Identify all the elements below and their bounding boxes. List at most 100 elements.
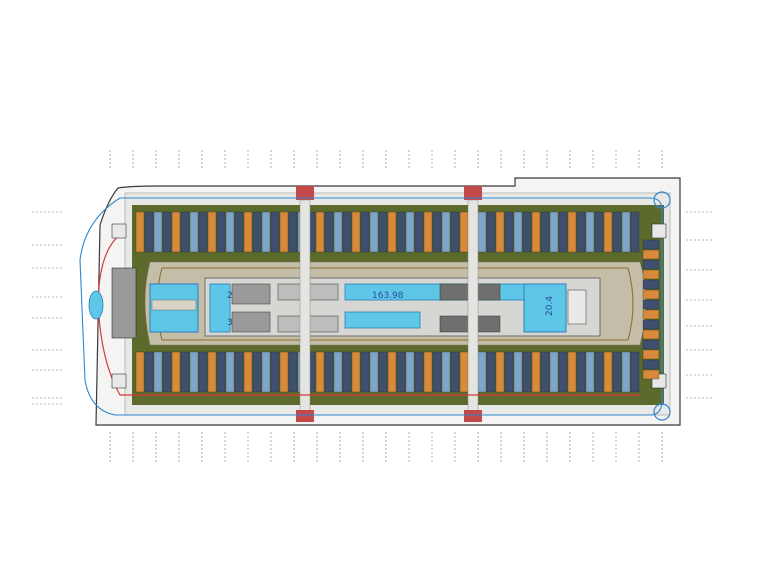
unit-cell: [642, 289, 660, 300]
unit-cell: [567, 211, 577, 253]
pond: [88, 290, 104, 320]
unit-cell: [171, 211, 181, 253]
unit-cell: [315, 351, 325, 393]
right-pool: [523, 283, 567, 333]
side-dimension-marks: [32, 211, 712, 405]
unit-cell: [387, 351, 397, 393]
unit-cell: [522, 211, 532, 253]
unit-cell: [450, 351, 460, 393]
unit-cell: [513, 211, 523, 253]
unit-cell: [144, 211, 154, 253]
unit-cell: [162, 211, 172, 253]
unit-cell: [642, 369, 660, 380]
unit-cell: [207, 351, 217, 393]
unit-cell: [549, 351, 559, 393]
unit-cell: [594, 211, 604, 253]
unit-cell: [369, 211, 379, 253]
unit-cell: [576, 211, 586, 253]
unit-cell: [153, 211, 163, 253]
residential-units-right: [642, 239, 660, 380]
unit-cell: [486, 211, 496, 253]
unit-cell: [414, 211, 424, 253]
unit-cell: [642, 299, 660, 310]
unit-cell: [558, 351, 568, 393]
unit-cell: [261, 211, 271, 253]
unit-cell: [333, 351, 343, 393]
central-pool: [209, 283, 231, 333]
bottom-dimension-ticks: [109, 432, 663, 462]
unit-cell: [642, 339, 660, 350]
unit-cell: [549, 211, 559, 253]
roundabout-bottom-right: [653, 403, 671, 421]
unit-cell: [405, 351, 415, 393]
unit-cell: [642, 359, 660, 370]
entrance-blocks: [111, 223, 667, 389]
unit-cell: [441, 351, 451, 393]
unit-cell: [279, 211, 289, 253]
unit-cell: [135, 211, 145, 253]
unit-cell: [540, 211, 550, 253]
unit-cell: [270, 351, 280, 393]
room-label-3: 3: [227, 318, 233, 328]
unit-cell: [558, 211, 568, 253]
unit-cell: [333, 211, 343, 253]
unit-cell: [504, 211, 514, 253]
unit-cell: [144, 351, 154, 393]
unit-cell: [477, 351, 487, 393]
unit-cell: [225, 211, 235, 253]
blue-route: [79, 197, 663, 416]
unit-cell: [207, 211, 217, 253]
unit-cell: [288, 211, 298, 253]
unit-cell: [504, 351, 514, 393]
unit-cell: [642, 319, 660, 330]
unit-cell: [369, 351, 379, 393]
unit-cell: [252, 211, 262, 253]
unit-cell: [630, 211, 640, 253]
unit-cell: [576, 351, 586, 393]
unit-cell: [642, 249, 660, 260]
unit-cell: [270, 211, 280, 253]
unit-cell: [378, 351, 388, 393]
unit-cell: [531, 351, 541, 393]
unit-cell: [495, 211, 505, 253]
unit-cell: [360, 351, 370, 393]
unit-cell: [288, 351, 298, 393]
unit-cell: [642, 279, 660, 290]
unit-cell: [642, 329, 660, 340]
unit-cell: [642, 259, 660, 270]
unit-cell: [513, 351, 523, 393]
long-pool-lower: [344, 311, 421, 329]
unit-cell: [189, 211, 199, 253]
dimension-short: 20.4: [545, 296, 555, 316]
unit-cell: [414, 351, 424, 393]
unit-cell: [441, 211, 451, 253]
unit-cell: [450, 211, 460, 253]
unit-cell: [216, 211, 226, 253]
unit-cell: [279, 351, 289, 393]
unit-cell: [432, 351, 442, 393]
unit-cell: [396, 351, 406, 393]
unit-cell: [234, 211, 244, 253]
unit-cell: [621, 351, 631, 393]
unit-cell: [351, 211, 361, 253]
unit-cell: [603, 211, 613, 253]
unit-cell: [642, 239, 660, 250]
unit-cell: [180, 211, 190, 253]
unit-cell: [405, 211, 415, 253]
unit-cell: [531, 211, 541, 253]
unit-cell: [585, 211, 595, 253]
unit-cell: [423, 351, 433, 393]
unit-cell: [351, 351, 361, 393]
cross-roads: [296, 186, 482, 422]
unit-cell: [540, 351, 550, 393]
unit-cell: [324, 211, 334, 253]
dimension-long: 163.98: [372, 291, 404, 301]
unit-cell: [567, 351, 577, 393]
unit-cell: [630, 351, 640, 393]
top-dimension-ticks: [109, 150, 663, 170]
unit-cell: [216, 351, 226, 393]
unit-cell: [621, 211, 631, 253]
unit-cell: [459, 211, 469, 253]
unit-cell: [225, 351, 235, 393]
